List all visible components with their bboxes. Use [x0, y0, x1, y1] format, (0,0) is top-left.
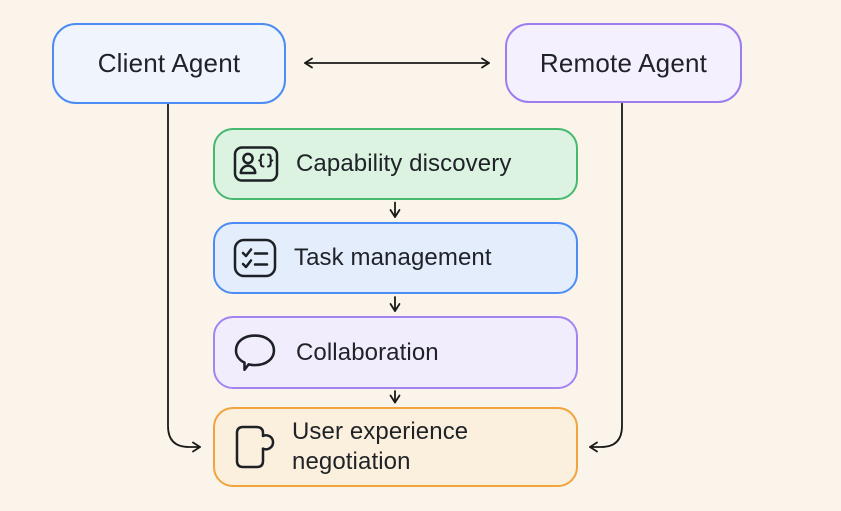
speech-bubble-icon: [233, 333, 279, 372]
user-experience-negotiation-node: User experience negotiation: [213, 407, 578, 487]
task-management-node: Task management: [213, 222, 578, 294]
user-experience-negotiation-label: User experience negotiation: [292, 418, 469, 475]
remote-agent-node: Remote Agent: [505, 23, 742, 103]
client-to-negotiation-arrow: [167, 103, 201, 453]
checklist-icon: [233, 238, 277, 278]
puzzle-piece-icon: [233, 424, 275, 470]
client-agent-label: Client Agent: [97, 48, 241, 78]
capability-discovery-node: Capability discovery: [213, 128, 578, 200]
id-card-code-icon: [233, 144, 279, 184]
remote-agent-label: Remote Agent: [539, 47, 708, 78]
task-management-label: Task management: [294, 244, 492, 271]
capability-discovery-label: Capability discovery: [296, 150, 512, 177]
collaboration-label: Collaboration: [296, 338, 439, 366]
remote-to-negotiation-arrow: [589, 102, 623, 453]
collaboration-node: Collaboration: [213, 316, 578, 389]
client-agent-node: Client Agent: [52, 23, 286, 104]
